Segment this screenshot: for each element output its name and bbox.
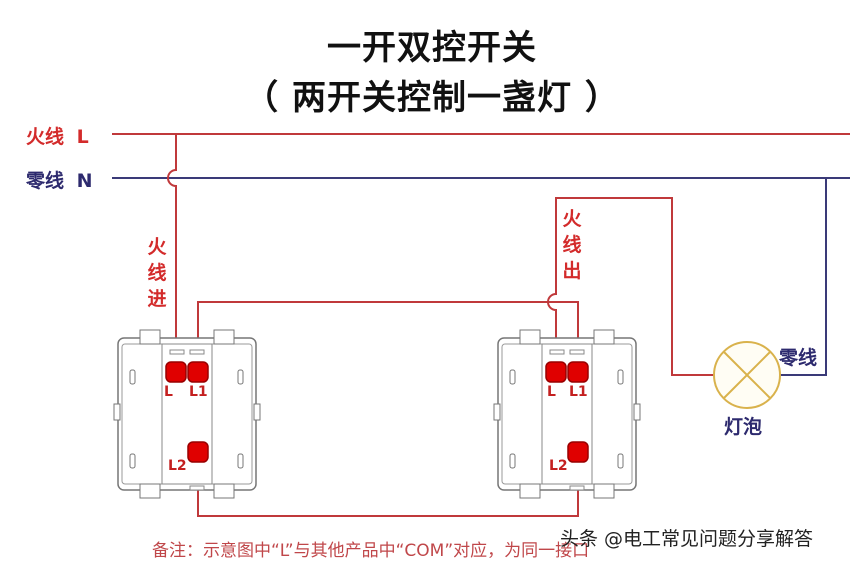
switch-1-terminal-l1 <box>187 361 209 383</box>
live-out-label: 火线出 <box>562 208 582 282</box>
switch-1-terminal-l2 <box>187 441 209 463</box>
footnote: 备注：示意图中“L”与其他产品中“COM”对应，为同一接口 <box>152 541 590 561</box>
lamp-label: 灯泡 <box>724 416 763 438</box>
lamp-bulb-icon <box>713 341 781 409</box>
title-line-1: 一开双控开关 <box>327 28 537 68</box>
lamp-neutral-label: 零线 <box>779 347 818 369</box>
switch-1-label-l1: L1 <box>189 384 208 400</box>
switch-2-label-l: L <box>547 384 556 400</box>
live-letter: L <box>76 126 89 148</box>
title-line-2: （ 两开关控制一盏灯 ） <box>244 78 620 118</box>
switch-2-terminal-l2 <box>567 441 589 463</box>
switch-1-body <box>113 329 261 499</box>
neutral-mains-label: 零线 N <box>26 166 93 193</box>
live-out-wire <box>547 197 714 376</box>
switch-2-terminal-l <box>545 361 567 383</box>
live-in-wire <box>167 134 177 372</box>
switch-1-label-l: L <box>164 384 173 400</box>
lamp-neutral-wire <box>780 178 827 376</box>
switch-2-body <box>493 329 641 499</box>
live-in-label: 火线进 <box>147 236 167 310</box>
traveler-wire-l1 <box>197 301 579 372</box>
switch-1-label-l2: L2 <box>168 458 187 474</box>
switch-1-terminal-l <box>165 361 187 383</box>
switch-2-terminal-l1 <box>567 361 589 383</box>
switch-2-label-l2: L2 <box>549 458 568 474</box>
neutral-letter: N <box>76 170 93 192</box>
neutral-label-text: 零线 <box>26 170 65 192</box>
watermark: 头条 @电工常见问题分享解答 <box>560 528 814 550</box>
switch-2-label-l1: L1 <box>569 384 588 400</box>
live-mains-label: 火线 L <box>26 122 89 149</box>
live-label-text: 火线 <box>26 126 65 148</box>
